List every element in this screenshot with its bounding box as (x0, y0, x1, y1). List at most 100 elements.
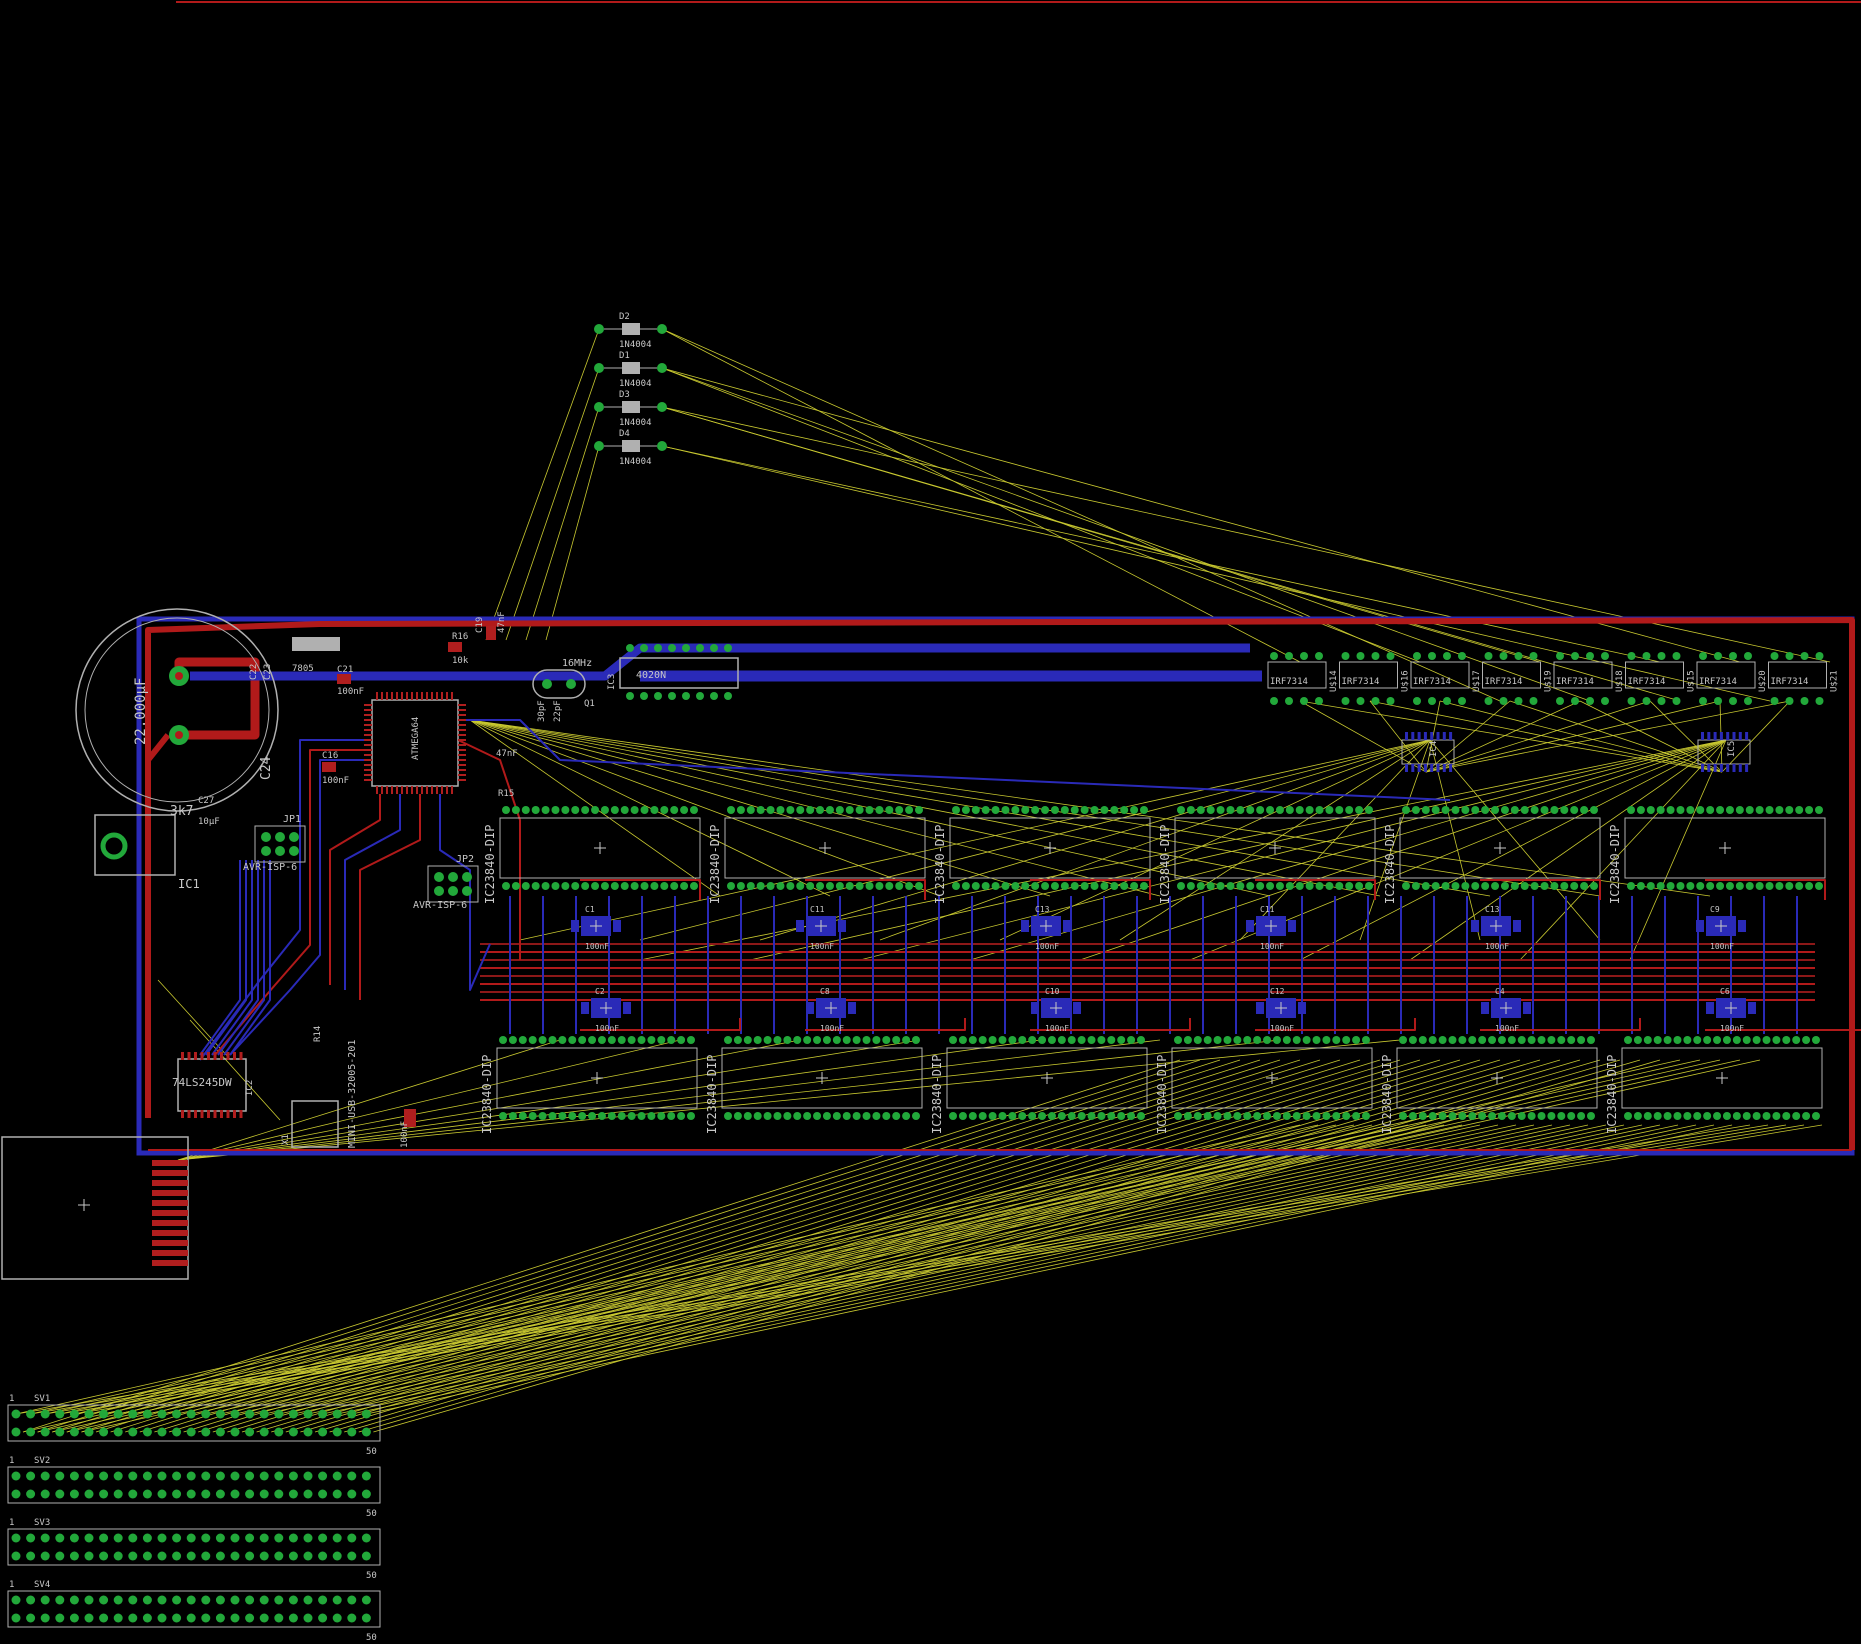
silkscreen-labels-layer: 22.000µFD21N4004D11N4004D31N4004D41N4004… (9, 312, 1840, 1643)
mcu-pin (416, 786, 418, 794)
dip-pad (1673, 1112, 1682, 1120)
dip-pad (1196, 882, 1205, 890)
dip-pad (1656, 882, 1665, 890)
dip-pad (1213, 1112, 1222, 1120)
dip-pad (1342, 1112, 1351, 1120)
connector-pin (186, 1613, 196, 1623)
dip-pad (1802, 1112, 1811, 1120)
dip-pad (1087, 1112, 1096, 1120)
dip-pad (1226, 882, 1235, 890)
connector-pin (11, 1471, 21, 1481)
dip-body (946, 1047, 1148, 1109)
dip-pad (1100, 882, 1109, 890)
counter-pad (654, 692, 662, 700)
dip-pad (1762, 1112, 1771, 1120)
driver-pin (1701, 732, 1704, 740)
airwire (183, 1059, 1401, 1433)
dip-pad (1050, 882, 1059, 890)
connector-pin (172, 1551, 182, 1561)
c27-label: C27 (198, 796, 214, 806)
dip-pad (756, 882, 765, 890)
c21-label: C21 (337, 665, 353, 675)
dip-pad (1491, 806, 1500, 814)
connector-pin (69, 1551, 79, 1561)
connector-pin (40, 1613, 50, 1623)
dip-pad (835, 882, 844, 890)
dip-pad (1510, 806, 1519, 814)
dip-pad (1577, 1112, 1586, 1120)
airwire (1429, 739, 1601, 941)
upper-cap-pad (1288, 920, 1296, 932)
ic5-label: IC5 (1727, 741, 1737, 757)
dip-pad (1183, 1036, 1192, 1044)
driver-pin (1732, 764, 1736, 772)
lower-cap-value-label: 100nF (1720, 1024, 1744, 1033)
dip-pad (1713, 1036, 1722, 1044)
connector-pin (361, 1533, 371, 1543)
dip-pad (1322, 1112, 1331, 1120)
mcu-pin (421, 786, 423, 794)
connector-pin (186, 1595, 196, 1605)
connector-pin (288, 1533, 298, 1543)
dip-pad (1263, 1112, 1272, 1120)
irf-pad (1672, 697, 1681, 705)
dip-pad (1805, 882, 1814, 890)
dip-pad (630, 806, 639, 814)
diode-pad (594, 441, 604, 451)
irf-pad (1729, 652, 1737, 660)
ic1-label: IC1 (178, 877, 200, 891)
dip-pad (687, 1036, 695, 1044)
connector-pin (201, 1409, 211, 1419)
dip-pad (763, 1036, 772, 1044)
dip-pad (1266, 882, 1275, 890)
ic2-pin (213, 1110, 217, 1118)
connector-pin (157, 1595, 167, 1605)
dip-pad (1140, 806, 1148, 814)
dip-pad (753, 1036, 762, 1044)
irf-value-label: IRF7314 (1556, 677, 1594, 687)
connector-pin (230, 1533, 240, 1543)
irf-pad (1371, 697, 1380, 705)
airwire (661, 367, 1421, 663)
connector-pin (69, 1489, 79, 1499)
airwire (661, 445, 1661, 663)
bus-trace (1480, 1018, 1641, 1031)
mcu-pin (458, 729, 466, 731)
dip-pad (1716, 882, 1725, 890)
c30-label: 30pF (537, 700, 547, 722)
mcu-pin (458, 719, 466, 721)
connector-pin (332, 1489, 342, 1499)
mcu-pin (391, 786, 393, 794)
connector-pin (259, 1427, 269, 1437)
lower-cap-pad (848, 1002, 856, 1014)
dip-pad (1021, 806, 1030, 814)
connector-first-pin: 1 (9, 1394, 14, 1404)
dip-pad (647, 1112, 656, 1120)
dip-pad (1570, 806, 1579, 814)
ic2-pin (181, 1110, 184, 1118)
dip-pad (1315, 806, 1324, 814)
dip-label: IC23840-DIP (933, 825, 947, 904)
connector-pin (172, 1471, 182, 1481)
dip-pad (597, 1036, 606, 1044)
card-socket-pin (152, 1210, 188, 1216)
dip-pad (600, 882, 609, 890)
driver-body (1697, 739, 1751, 765)
airwire (1629, 739, 1727, 961)
irf-pad (1484, 697, 1493, 705)
dip-pad (981, 806, 990, 814)
dip-pad (1246, 882, 1255, 890)
dip-pad (1560, 882, 1569, 890)
connector-pin (40, 1427, 50, 1437)
dip-label: IC23840-DIP (480, 1055, 494, 1134)
mcu-pin (458, 739, 466, 741)
connector-pin (288, 1551, 298, 1561)
dip-pad (1408, 1036, 1417, 1044)
diode-name-label: D3 (619, 390, 630, 400)
connector-pin (142, 1551, 152, 1561)
connector-pin (361, 1409, 371, 1419)
irf-value-label: IRF7314 (1413, 677, 1451, 687)
connector-pin (303, 1551, 313, 1561)
connector-pin (201, 1471, 211, 1481)
airwire (157, 979, 231, 1060)
